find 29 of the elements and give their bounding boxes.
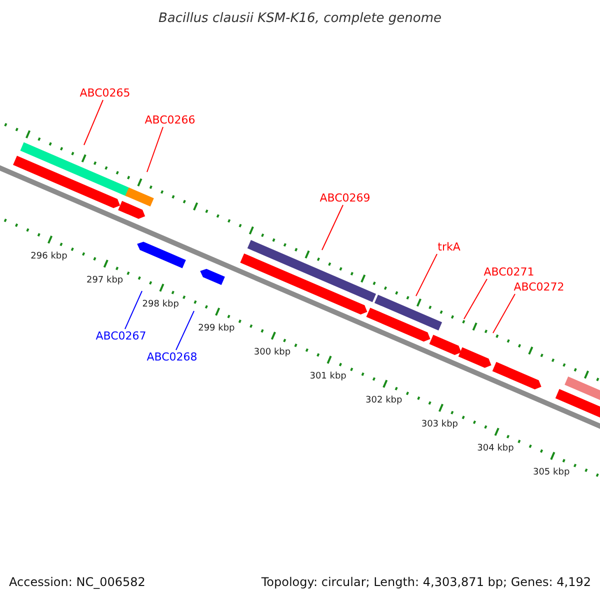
gene-label: ABC0269	[320, 192, 370, 204]
position-label: 304 kbp	[477, 442, 514, 455]
position-label: 300 kbp	[254, 346, 291, 359]
position-label: 305 kbp	[532, 466, 570, 479]
gene-label: ABC0272	[514, 280, 564, 294]
leader-line	[322, 204, 344, 250]
gene-label: ABC0268	[146, 350, 198, 364]
gene-label: ABC0267	[96, 330, 146, 342]
leader-line	[146, 126, 164, 172]
gene-label: ABC0271	[484, 266, 534, 278]
leader-line	[492, 294, 516, 334]
position-label: 298 kbp	[142, 298, 179, 311]
leader-line	[124, 290, 142, 330]
gene-label: trkA	[438, 240, 460, 254]
position-label: 299 kbp	[198, 322, 235, 335]
gene-label: ABC0265	[80, 86, 130, 100]
accession-text: Accession: NC_006582	[9, 574, 146, 591]
leader-line	[84, 100, 104, 146]
position-label: 297 kbp	[86, 274, 124, 287]
leader-line	[464, 278, 488, 320]
leader-line	[176, 310, 194, 350]
position-label: 296 kbp	[30, 250, 68, 263]
gene-label: ABC0266	[144, 114, 196, 126]
genome-info-text: Topology: circular; Length: 4,303,871 bp; Genes: 4,192	[261, 574, 591, 591]
position-label: 303 kbp	[421, 418, 458, 431]
position-label: 302 kbp	[366, 394, 402, 407]
position-label: 301 kbp	[310, 370, 346, 383]
diagram-title: Bacillus clausii KSM-K16, complete genome	[157, 10, 443, 28]
leader-line	[416, 254, 438, 296]
